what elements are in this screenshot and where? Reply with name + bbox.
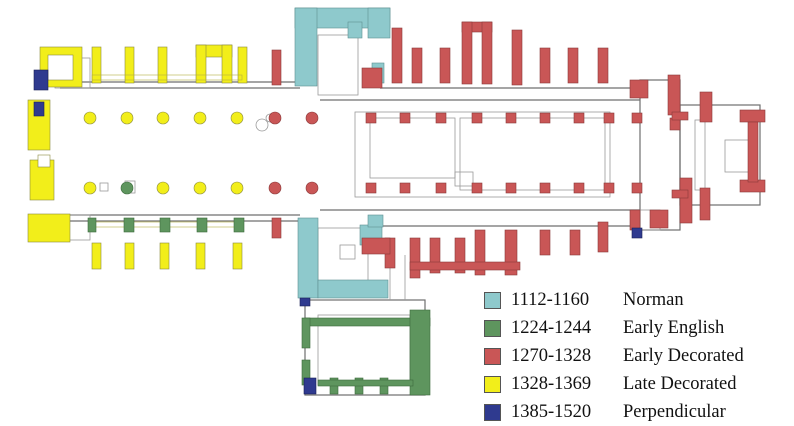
- legend-style: Early Decorated: [623, 345, 744, 366]
- legend-item-norman: 1112-1160 Norman: [484, 286, 744, 314]
- legend-style: Perpendicular: [623, 401, 726, 422]
- legend-item-late-decorated: 1328-1369 Late Decorated: [484, 370, 744, 398]
- choir-piers: [365, 112, 643, 194]
- legend-item-early-decorated: 1270-1328 Early Decorated: [484, 342, 744, 370]
- legend-period: 1385-1520: [511, 401, 592, 422]
- early-english-structures: [87, 181, 431, 396]
- norman-structures: [294, 7, 391, 299]
- perpendicular-structures: [33, 69, 643, 395]
- early-decorated-structures: [268, 21, 766, 279]
- legend-swatch: [484, 403, 501, 421]
- period-legend: 1112-1160 Norman 1224-1244 Early English…: [484, 286, 744, 426]
- legend-period: 1112-1160: [511, 289, 590, 310]
- legend-period: 1328-1369: [511, 373, 592, 394]
- legend-period: 1224-1244: [511, 317, 592, 338]
- legend-style: Norman: [623, 289, 684, 310]
- legend-swatch: [484, 319, 501, 337]
- late-decorated-structures: [27, 44, 248, 270]
- legend-item-early-english: 1224-1244 Early English: [484, 314, 744, 342]
- legend-swatch: [484, 291, 501, 309]
- legend-style: Late Decorated: [623, 373, 737, 394]
- legend-style: Early English: [623, 317, 725, 338]
- legend-item-perpendicular: 1385-1520 Perpendicular: [484, 398, 744, 426]
- legend-period: 1270-1328: [511, 345, 592, 366]
- legend-swatch: [484, 375, 501, 393]
- legend-swatch: [484, 347, 501, 365]
